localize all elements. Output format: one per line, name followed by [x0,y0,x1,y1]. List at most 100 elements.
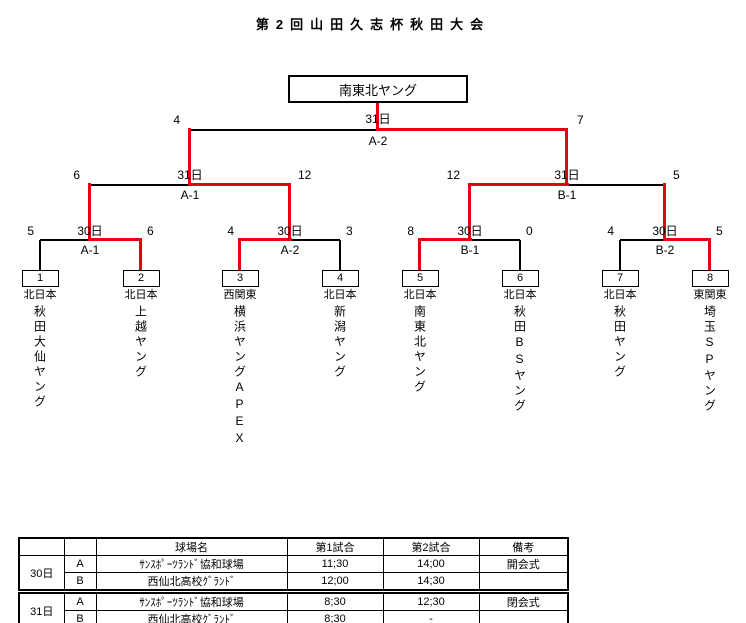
final-code-label: A-2 [368,134,388,148]
slot-cell: A [63,555,97,573]
semi-a-score-left: 6 [73,168,80,182]
r1-b2-code-label: B-2 [655,243,675,257]
team-name: 秋田大仙ヤング [32,305,47,410]
winner-path-line [468,183,471,240]
team-seed: 7 [601,270,639,287]
schedule-row: 30日 A ｻﾝｽﾎﾟｰﾂﾗﾝﾄﾞ協和球場 11;30 14;00 開会式 [18,555,569,591]
team-seed: 6 [501,270,539,287]
team-region: 西関東 [223,289,257,301]
schedule-table-day1: 球場名 第1試合 第2試合 備考 30日 A ｻﾝｽﾎﾟｰﾂﾗﾝﾄﾞ協和球場 1… [18,537,569,591]
header-blank-cell [18,537,65,556]
winner-path-line [418,238,472,241]
winner-path-line [188,183,291,186]
team-region: 北日本 [603,289,637,301]
r1-a1-score-left: 5 [27,224,34,238]
champion-box: 南東北ヤング [288,75,468,103]
game2-cell: - [382,610,480,623]
winner-path-line [288,183,291,240]
r1-a2-date-label: 30日 [277,224,303,238]
team-column: 7 北日本 秋田ヤング [598,270,642,477]
team-seed: 4 [321,270,359,287]
team-seed: 1 [21,270,59,287]
winner-path-line [139,240,142,271]
game2-cell: 12;30 [382,592,480,611]
r1-b1-date-label: 30日 [457,224,483,238]
team-name: 新潟ヤング [332,305,347,380]
r1-a2-code-label: A-2 [280,243,300,257]
header-game1: 第1試合 [286,537,384,556]
team-name: 秋田BSヤング [512,305,527,414]
game1-cell: 8;30 [286,610,384,623]
team-region: 北日本 [403,289,437,301]
venue-cell: 西仙北高校ｸﾞﾗﾝﾄﾞ [95,572,288,591]
slot-cell: A [63,592,97,611]
team-name: 埼玉SPヤング [702,305,717,414]
semi-b-score-left: 12 [446,168,460,182]
schedule-table-day2: 31日 A ｻﾝｽﾎﾟｰﾂﾗﾝﾄﾞ協和球場 8;30 12;30 閉会式 B 西… [18,592,569,623]
team-column: 1 北日本 秋田大仙ヤング [18,270,62,477]
header-game2: 第2試合 [382,537,480,556]
winner-path-line [376,101,379,130]
r1-b1-code-label: B-1 [460,243,480,257]
final-score-right: 7 [577,113,584,127]
bracket-line [39,240,41,271]
game1-cell: 11;30 [286,555,384,573]
date-cell: 31日 [18,592,65,623]
winner-path-line [88,238,142,241]
r1-a1-date-label: 30日 [77,224,103,238]
semi-a-score-right: 12 [298,168,312,182]
team-region: 北日本 [503,289,537,301]
team-column: 4 北日本 新潟ヤング [318,270,362,477]
bracket-line [339,240,341,271]
team-column: 2 北日本 上越ヤング [119,270,163,477]
semi-a-code-label: A-1 [180,188,200,202]
semi-a-date-label: 31日 [177,168,203,182]
team-region: 北日本 [23,289,57,301]
venue-cell: 西仙北高校ｸﾞﾗﾝﾄﾞ [95,610,288,623]
winner-path-line [565,128,568,185]
tournament-title: 第2回山田久志杯秋田大会 [255,17,491,32]
note-cell: 閉会式 [478,592,569,611]
winner-path-line [188,128,191,185]
game2-cell: 14;00 [382,555,480,573]
team-column: 5 北日本 南東北ヤング [398,270,442,477]
venue-cell: ｻﾝｽﾎﾟｰﾂﾗﾝﾄﾞ協和球場 [95,592,288,611]
header-blank-cell [63,537,97,556]
date-cell: 30日 [18,555,65,591]
slot-cell: B [63,572,97,591]
r1-b1-score-right: 0 [526,224,533,238]
r1-a1-code-label: A-1 [80,243,100,257]
team-seed: 2 [122,270,160,287]
team-region: 北日本 [124,289,158,301]
winner-path-line [376,128,567,131]
team-name: 秋田ヤング [612,305,627,380]
team-region: 北日本 [323,289,357,301]
bracket-line [519,240,521,271]
winner-path-line [663,183,666,240]
semi-b-date-label: 31日 [554,168,580,182]
final-date-label: 31日 [365,112,391,126]
team-column: 6 北日本 秋田BSヤング [498,270,542,477]
schedule-row: 31日 A ｻﾝｽﾎﾟｰﾂﾗﾝﾄﾞ協和球場 8;30 12;30 閉会式 [18,592,569,623]
r1-b2-score-right: 5 [716,224,723,238]
schedule-row: B 西仙北高校ｸﾞﾗﾝﾄﾞ 8;30 - [19,610,569,623]
game2-cell: 14;30 [382,572,480,591]
r1-a2-score-right: 3 [346,224,353,238]
schedule-header-row: 球場名 第1試合 第2試合 備考 [18,537,569,556]
r1-a1-score-right: 6 [147,224,154,238]
r1-b1-score-left: 8 [407,224,414,238]
semi-b-code-label: B-1 [557,188,577,202]
r1-a2-score-left: 4 [227,224,234,238]
final-score-left: 4 [173,113,180,127]
winner-path-line [468,183,569,186]
venue-cell: ｻﾝｽﾎﾟｰﾂﾗﾝﾄﾞ協和球場 [95,555,288,573]
team-seed: 5 [401,270,439,287]
team-name: 上越ヤング [133,305,148,380]
winner-path-line [418,240,421,271]
team-name: 南東北ヤング [412,305,427,395]
team-region: 東関東 [693,289,727,301]
note-cell [478,572,569,591]
game1-cell: 8;30 [286,592,384,611]
header-note: 備考 [478,537,569,556]
